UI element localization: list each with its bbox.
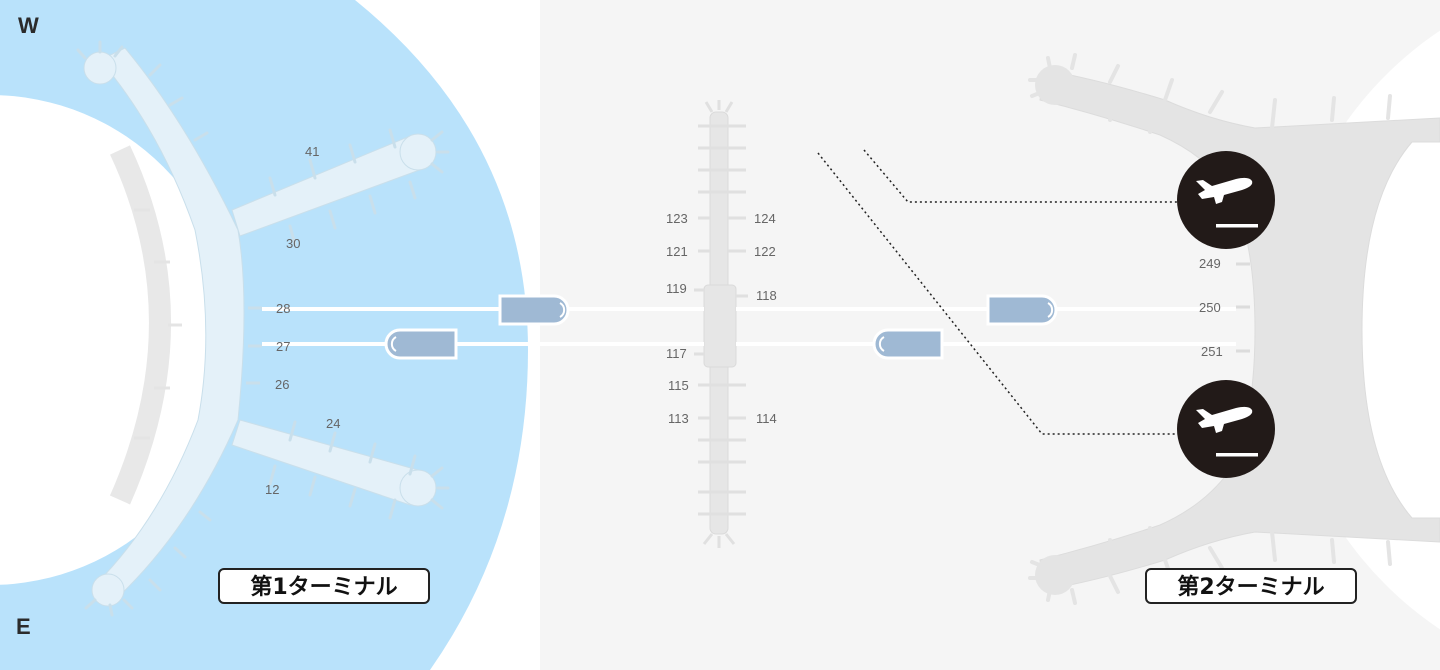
concourse-building [694, 100, 748, 548]
inner-ground [0, 95, 235, 585]
gate-27: 27 [276, 339, 290, 354]
gate-118: 118 [756, 288, 777, 303]
terminal1-building [76, 40, 450, 617]
shuttle-train-2[interactable] [384, 328, 458, 360]
gate-121: 121 [666, 244, 688, 259]
gate-122: 122 [754, 244, 776, 259]
gate-labels-t2: 249 250 251 [1199, 256, 1223, 359]
departure-marker-1[interactable] [1177, 151, 1275, 249]
gate-30: 30 [286, 236, 300, 251]
gate-114: 114 [756, 411, 777, 426]
compass-south-label: E [16, 614, 31, 639]
gate-113: 113 [668, 411, 689, 426]
leader-lines [817, 149, 1190, 435]
compass-north-label: W [18, 13, 39, 38]
shuttle-train-3[interactable] [986, 294, 1058, 326]
gate-28: 28 [276, 301, 290, 316]
gate-249: 249 [1199, 256, 1221, 271]
departure-plane-icon [1196, 406, 1258, 457]
gate-250: 250 [1199, 300, 1221, 315]
departure-marker-2[interactable] [1177, 380, 1275, 478]
shuttle-train-4[interactable] [872, 328, 944, 360]
gate-115: 115 [668, 378, 689, 393]
gate-41: 41 [305, 144, 319, 159]
gate-119: 119 [666, 281, 687, 296]
terminal2-label[interactable]: 第2ターミナル [1145, 568, 1357, 604]
gate-12: 12 [265, 482, 279, 497]
gate-24: 24 [326, 416, 340, 431]
gate-123: 123 [666, 211, 688, 226]
terminal1-label[interactable]: 第1ターミナル [218, 568, 430, 604]
gate-124: 124 [754, 211, 776, 226]
shuttle-tracks [262, 307, 1236, 346]
gate-labels-t1: 41 30 28 27 26 24 12 [265, 144, 340, 497]
shuttle-train-1[interactable] [498, 294, 570, 326]
gate-labels-concourse: 123 124 121 122 119 118 117 115 113 114 [666, 211, 777, 426]
terminal2-building [1028, 53, 1440, 605]
gate-26: 26 [275, 377, 289, 392]
gate-117: 117 [666, 346, 687, 361]
departure-plane-icon [1196, 177, 1258, 228]
gate-251: 251 [1201, 344, 1223, 359]
